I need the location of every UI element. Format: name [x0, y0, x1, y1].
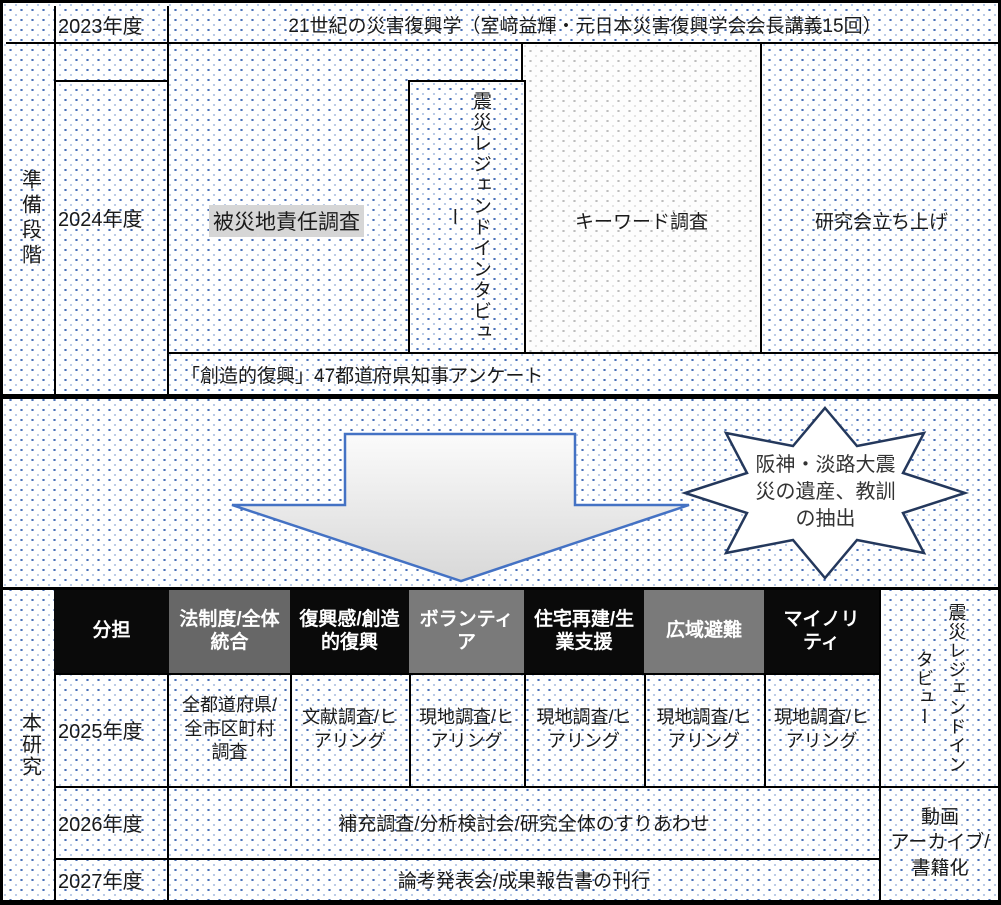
legend-interview-label: 震災レジェンドインタビュー: [443, 91, 491, 343]
year-2023-label: 2023年度: [58, 15, 143, 38]
header-label: 広域避難: [665, 620, 742, 642]
section-divider: [3, 394, 998, 399]
grid-line: [54, 786, 998, 788]
grid-line: [409, 673, 411, 786]
header-label: 法制度/全体 統合: [179, 609, 280, 653]
grid-line: [167, 673, 169, 900]
header-housing: 住宅再建/生 業支援: [524, 590, 644, 673]
grid-line: [764, 673, 766, 786]
year-2024-label: 2024年度: [58, 208, 143, 231]
cell-2025-field-survey-4: 現地調査/ヒ アリング: [764, 675, 879, 784]
cell-text: 論考発表会/成果報告書の刊行: [397, 870, 651, 892]
star-burst-shape: [680, 406, 970, 580]
cell-stage-preparation: 準備段階: [6, 44, 54, 394]
grid-line: [6, 42, 998, 44]
grid-line: [167, 6, 169, 394]
hisaichi-survey-label: 被災地責任調査: [209, 205, 364, 237]
star-text-label: 阪神・淡路大震 災の遺産、教訓 の抽出: [755, 453, 896, 530]
kenkyukai-label: 研究会立ち上げ: [814, 211, 948, 233]
cell-year-2026: 2026年度: [58, 788, 167, 856]
year-2025-label: 2025年度: [58, 721, 143, 743]
stage-main-research-label: 本研究: [18, 712, 41, 778]
header-volunteer: ボランティ ア: [409, 590, 524, 673]
grid-line: [54, 858, 881, 860]
header-buntan: 分担: [54, 590, 169, 673]
cell-text: 全都道府県/ 全市区町村 調査: [181, 695, 277, 763]
section-divider: [3, 900, 998, 902]
cell-lecture-title: 21世紀の災害復興学（室﨑益輝・元日本災害復興学会会長講義15回）: [169, 6, 998, 42]
cell-video-archive: 動画 アーカイブ/ 書籍化: [881, 788, 998, 898]
grid-line: [290, 673, 292, 786]
governor-survey-label: 「創造的復興」47都道府県知事アンケート: [181, 365, 544, 387]
grid-line: [760, 42, 762, 354]
header-label: 復興感/創造 的復興: [299, 609, 400, 653]
header-recovery-sense: 復興感/創造 的復興: [290, 590, 409, 673]
header-label: ボランティ ア: [419, 609, 514, 653]
grid-line: [879, 590, 881, 900]
cell-2025-literature-survey: 文献調査/ヒ アリング: [290, 675, 409, 784]
cell-text: 現地調査/ヒ アリング: [656, 707, 752, 751]
cell-text: 現地調査/ヒ アリング: [773, 707, 869, 751]
cell-2025-field-survey-2: 現地調査/ヒ アリング: [524, 675, 644, 784]
grid-line: [524, 673, 526, 786]
year-2026-label: 2026年度: [58, 813, 143, 836]
grid-line: [644, 673, 646, 786]
section-divider: [3, 587, 998, 590]
cell-2025-field-survey-1: 現地調査/ヒ アリング: [409, 675, 524, 784]
cell-2025-all-prefectures: 全都道府県/ 全市区町村 調査: [169, 675, 290, 784]
cell-legend-interview-bottom: 震災レジェンドイン タビュー: [881, 592, 998, 784]
grid-line: [54, 590, 56, 900]
header-minority: マイノリ ティ: [764, 590, 879, 673]
cell-text: 文献調査/ヒ アリング: [301, 707, 397, 751]
keyword-survey-label: キーワード調査: [574, 211, 708, 233]
cell-year-2023: 2023年度: [58, 6, 167, 42]
cell-2027-publication: 論考発表会/成果報告書の刊行: [169, 860, 879, 898]
lecture-title-label: 21世紀の災害復興学（室﨑益輝・元日本災害復興学会会長講義15回）: [288, 15, 882, 37]
box-legend-interview: 震災レジェンドインタビュー: [408, 80, 526, 354]
star-burst-text: 阪神・淡路大震 災の遺産、教訓 の抽出: [703, 431, 948, 553]
header-legal-system: 法制度/全体 統合: [169, 590, 290, 673]
cell-governor-survey: 「創造的復興」47都道府県知事アンケート: [169, 354, 998, 394]
cell-2026-supplementary-survey: 補充調査/分析検討会/研究全体のすりあわせ: [169, 788, 879, 856]
cell-stage-main-research: 本研究: [6, 590, 54, 900]
cell-kenkyukai: 研究会立ち上げ: [762, 44, 998, 352]
cell-keyword-survey: キーワード調査: [523, 44, 760, 352]
cell-year-2024: 2024年度: [58, 82, 167, 352]
header-wide-evacuation: 広域避難: [644, 590, 764, 673]
cell-text: 補充調査/分析検討会/研究全体のすりあわせ: [338, 813, 710, 835]
grid-line: [54, 80, 169, 82]
cell-text: 現地調査/ヒ アリング: [418, 707, 514, 751]
cell-year-2025: 2025年度: [58, 675, 167, 784]
cell-hisaichi-survey: 被災地責任調査: [209, 205, 364, 237]
year-2027-label: 2027年度: [58, 870, 143, 893]
grid-line: [54, 673, 881, 675]
down-arrow-shape: [231, 432, 690, 583]
cell-text: 現地調査/ヒ アリング: [536, 707, 632, 751]
header-label: マイノリ ティ: [783, 609, 860, 653]
stage-preparation-label: 準備段階: [18, 169, 41, 269]
header-label: 分担: [92, 620, 131, 642]
video-archive-label: 動画 アーカイブ/ 書籍化: [890, 806, 990, 879]
grid-line: [167, 352, 998, 354]
legend-interview-bottom-label: 震災レジェンドイン タビュー: [914, 602, 967, 774]
grid-line: [54, 6, 56, 394]
cell-2025-field-survey-3: 現地調査/ヒ アリング: [644, 675, 764, 784]
cell-year-2027: 2027年度: [58, 860, 167, 898]
header-label: 住宅再建/生 業支援: [533, 609, 635, 653]
